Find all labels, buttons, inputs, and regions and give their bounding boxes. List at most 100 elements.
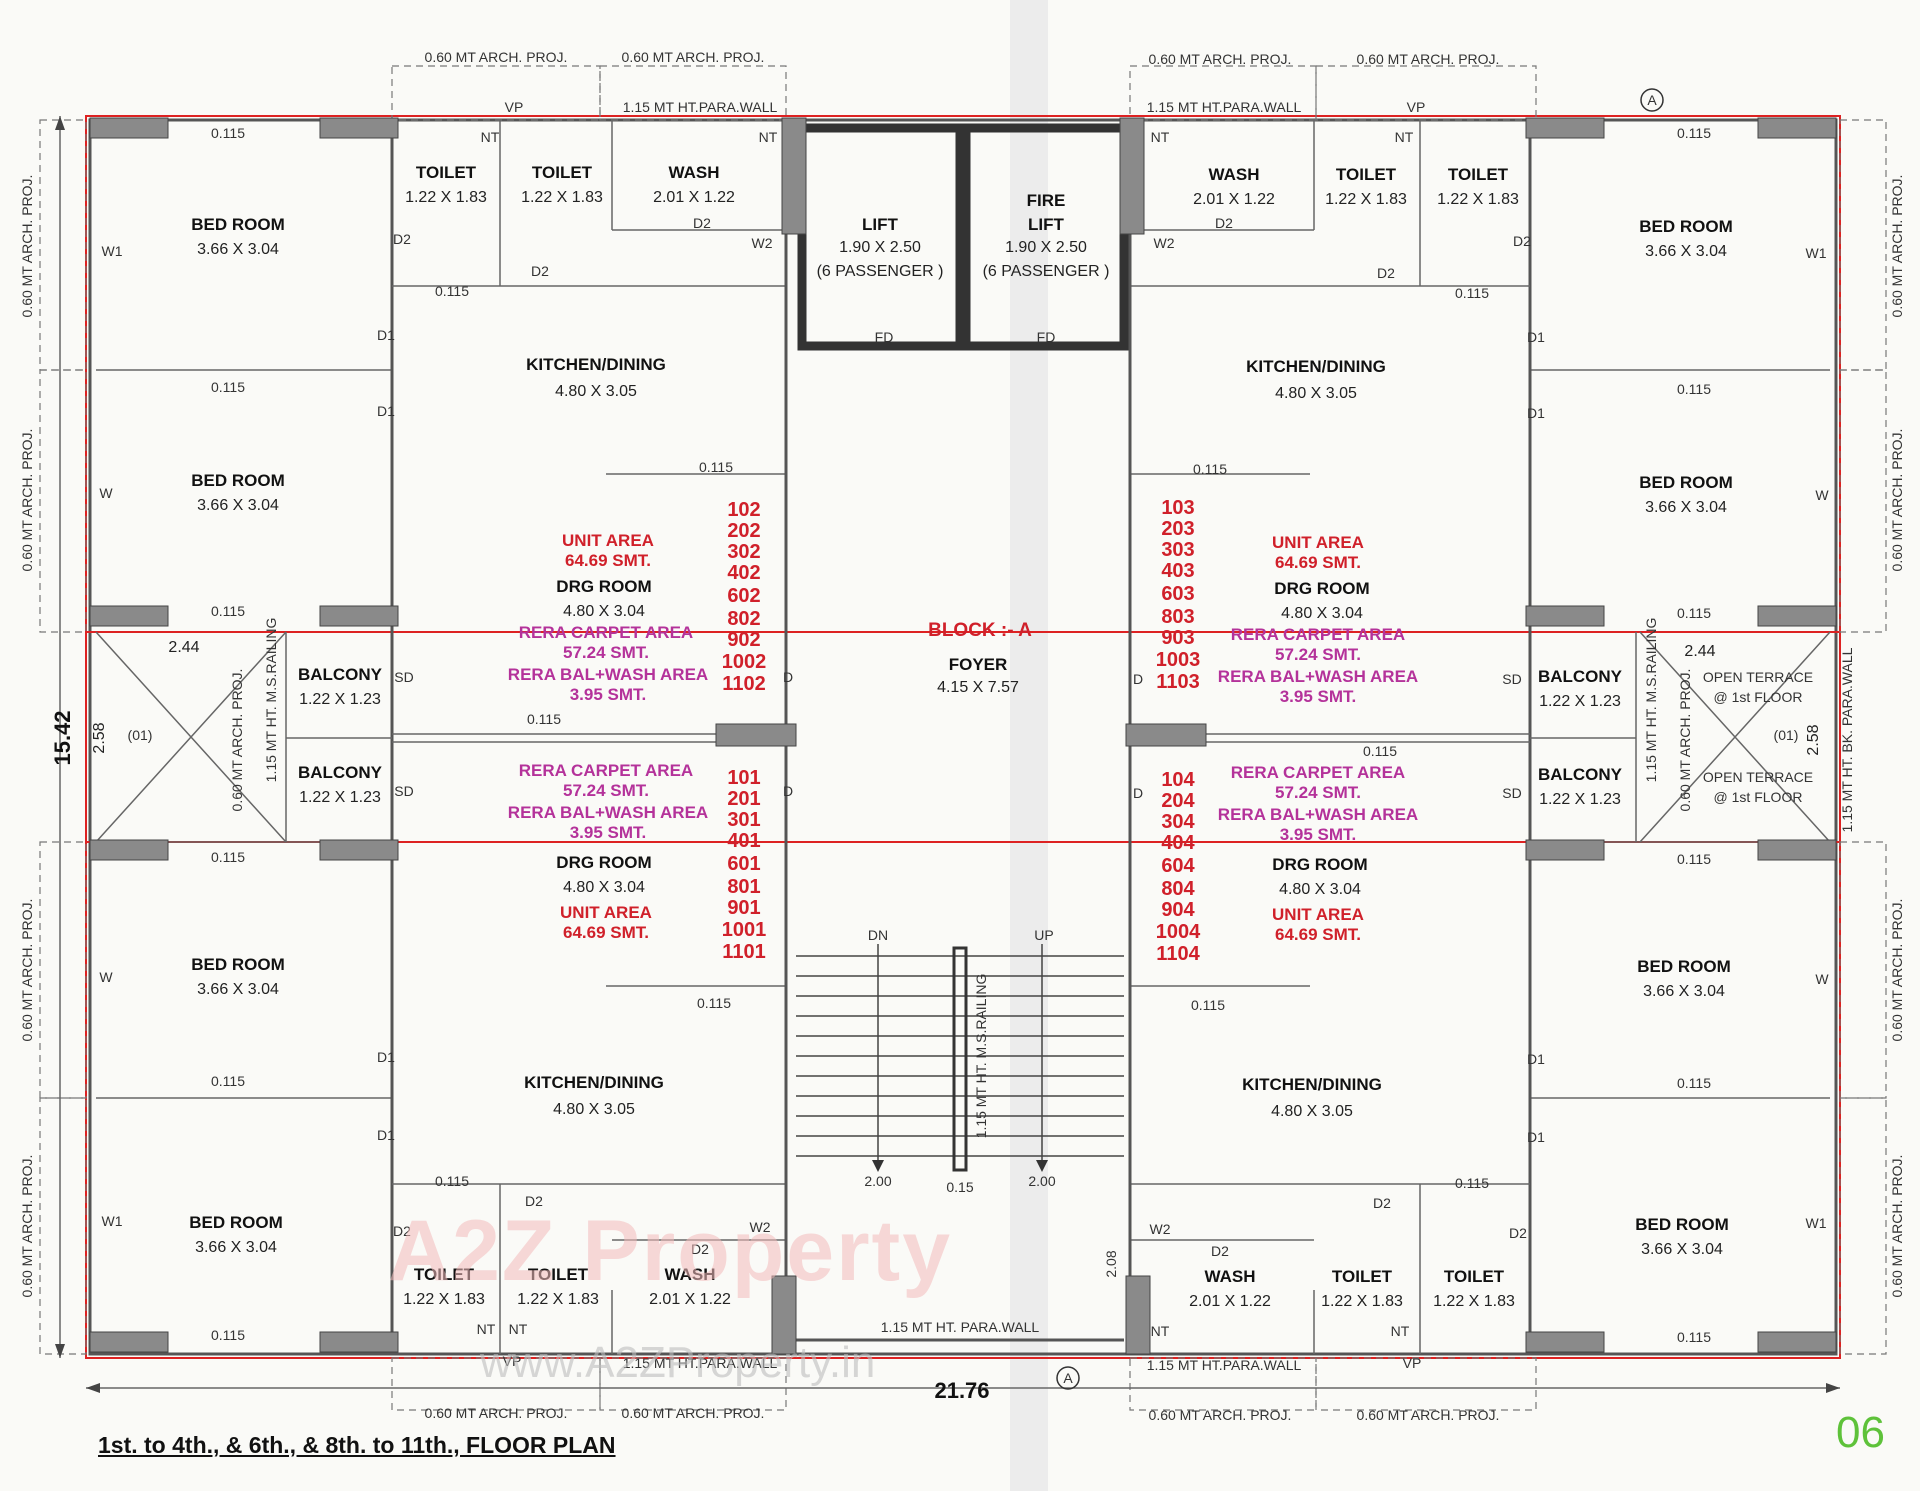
door-tag: D2 <box>393 231 411 247</box>
overall-width-dim: 21.76 <box>934 1378 989 1403</box>
unit-number: 203 <box>1161 518 1194 540</box>
kitchen-label: KITCHEN/DINING <box>1246 357 1386 376</box>
kitchen-size: 4.80 X 3.05 <box>1275 385 1357 402</box>
toilet-size: 1.22 X 1.83 <box>521 189 603 206</box>
unit-area-label: UNIT AREA <box>1272 905 1364 924</box>
arch-proj-label: 0.60 MT ARCH. PROJ. <box>1889 175 1905 318</box>
unit-area-label: UNIT AREA <box>560 903 652 922</box>
unit-number: 303 <box>1161 539 1194 561</box>
door-tag: D1 <box>377 1127 395 1143</box>
nt-tag: NT <box>1391 1323 1410 1339</box>
toilet-label: TOILET <box>416 163 477 182</box>
door-tag: D2 <box>693 215 711 231</box>
arch-proj-label: 0.60 MT ARCH. PROJ. <box>622 1405 765 1421</box>
arch-projections <box>39 65 1887 1411</box>
void-tag: (01) <box>1774 727 1799 743</box>
vp-tag: VP <box>503 1353 522 1369</box>
unit-area-value: 64.69 SMT. <box>565 551 651 570</box>
void-tag: (01) <box>128 727 153 743</box>
unit-number: 402 <box>727 562 760 584</box>
balconies: BALCONY 1.22 X 1.23 BALCONY 1.22 X 1.23 … <box>298 665 1813 808</box>
wall-thk-label: 0.115 <box>1677 605 1711 621</box>
toilet-label: TOILET <box>1332 1267 1393 1286</box>
plan-title: 1st. to 4th., & 6th., & 8th. to 11th., F… <box>98 1432 616 1458</box>
unit-number: 901 <box>727 897 760 919</box>
bed-room-size: 3.66 X 3.04 <box>1645 499 1727 516</box>
unit-number: 902 <box>727 629 760 651</box>
balcony-size: 1.22 X 1.23 <box>299 691 381 708</box>
arch-proj-label: 0.60 MT ARCH. PROJ. <box>622 49 765 65</box>
unit-number: 804 <box>1161 878 1195 900</box>
door-tag: D1 <box>1527 1051 1545 1067</box>
unit-number: 403 <box>1161 560 1194 582</box>
bed-room-label: BED ROOM <box>1639 217 1733 236</box>
stair-railing-label: 1.15 MT HT. M.S.RAILING <box>973 974 989 1139</box>
structural-columns <box>89 117 1837 1355</box>
fire-lift-label: LIFT <box>1028 215 1064 234</box>
unit-number: 601 <box>727 853 760 875</box>
rera-bal-label: RERA BAL+WASH AREA <box>508 665 708 684</box>
nt-tag: NT <box>1395 129 1414 145</box>
dimension-lines <box>55 116 1840 1393</box>
wall-thk-label: 0.115 <box>211 849 245 865</box>
rera-bal-value: 3.95 SMT. <box>1280 825 1357 844</box>
staircase <box>796 944 1124 1342</box>
block-name: BLOCK :- A <box>928 620 1032 641</box>
wall-thk-label: 0.115 <box>697 995 731 1011</box>
balcony-label: BALCONY <box>298 763 383 782</box>
unit-number: 1101 <box>722 941 765 963</box>
unit-numbers-bottom-left: 101 201 301 401 601 801 901 1001 1101 <box>722 767 767 963</box>
drg-room-label: DRG ROOM <box>556 853 651 872</box>
toilet-size: 1.22 X 1.83 <box>1437 191 1519 208</box>
arch-proj-label: 0.60 MT ARCH. PROJ. <box>229 669 245 812</box>
foyer-size: 4.15 X 7.57 <box>937 679 1019 696</box>
bed-room-size: 3.66 X 3.04 <box>1645 243 1727 260</box>
section-marker-bottom: A <box>1056 1366 1080 1390</box>
bed-room-size: 3.66 X 3.04 <box>1643 983 1725 1000</box>
toilet-label: TOILET <box>528 1265 589 1284</box>
arch-proj-label: 0.60 MT ARCH. PROJ. <box>19 429 35 572</box>
toilet-label: TOILET <box>532 163 593 182</box>
open-terrace-label: OPEN TERRACE <box>1703 669 1813 685</box>
wash-size: 2.01 X 1.22 <box>1193 191 1275 208</box>
door-tag: D2 <box>1373 1195 1391 1211</box>
stair-gap-label: 0.15 <box>946 1179 973 1195</box>
unit-number: 204 <box>1161 790 1195 812</box>
fire-lift-label: FIRE <box>1027 191 1066 210</box>
bed-room-label: BED ROOM <box>1637 957 1731 976</box>
window-tag: W2 <box>750 1219 771 1235</box>
window-tag: W2 <box>1150 1221 1171 1237</box>
lift-labels: LIFT 1.90 X 2.50 (6 PASSENGER ) FIRE LIF… <box>817 191 1110 280</box>
unit-area-value: 64.69 SMT. <box>1275 925 1361 944</box>
bedrooms: BED ROOM 3.66 X 3.04 BED ROOM 3.66 X 3.0… <box>189 215 1733 1258</box>
window-tag: W <box>1815 971 1829 987</box>
drg-room-label: DRG ROOM <box>1272 855 1367 874</box>
unit-number: 201 <box>727 788 760 810</box>
drg-room-size: 4.80 X 3.04 <box>1279 881 1361 898</box>
fd-tag: FD <box>875 329 894 345</box>
unit-number: 1104 <box>1156 943 1200 965</box>
bed-room-size: 3.66 X 3.04 <box>1641 1241 1723 1258</box>
bed-room-label: BED ROOM <box>1639 473 1733 492</box>
toilet-label: TOILET <box>1336 165 1397 184</box>
section-marker-bottom-label: A <box>1063 1370 1073 1386</box>
para-wall-label: 1.15 MT HT.PARA.WALL <box>623 99 778 115</box>
fire-lift-size: 1.90 X 2.50 <box>1005 239 1087 256</box>
window-tag: W2 <box>1154 235 1175 251</box>
wall-thk-label: 0.115 <box>1677 851 1711 867</box>
unit-number: 101 <box>727 767 760 789</box>
unit-number: 103 <box>1161 497 1194 519</box>
wall-thk-label: 0.115 <box>1677 1329 1711 1345</box>
kitchen-size: 4.80 X 3.05 <box>553 1101 635 1118</box>
door-tag: D2 <box>1377 265 1395 281</box>
door-tag: D2 <box>1211 1243 1229 1259</box>
nt-tag: NT <box>477 1321 496 1337</box>
toilet-size: 1.22 X 1.83 <box>1433 1293 1515 1310</box>
unit-area-value: 64.69 SMT. <box>563 923 649 942</box>
fd-tag: FD <box>1037 329 1056 345</box>
wash-size: 2.01 X 1.22 <box>649 1291 731 1308</box>
unit-number: 302 <box>727 541 760 563</box>
kitchen-label: KITCHEN/DINING <box>524 1073 664 1092</box>
vp-tag: VP <box>1403 1355 1422 1371</box>
unit-number: 1002 <box>722 651 767 673</box>
